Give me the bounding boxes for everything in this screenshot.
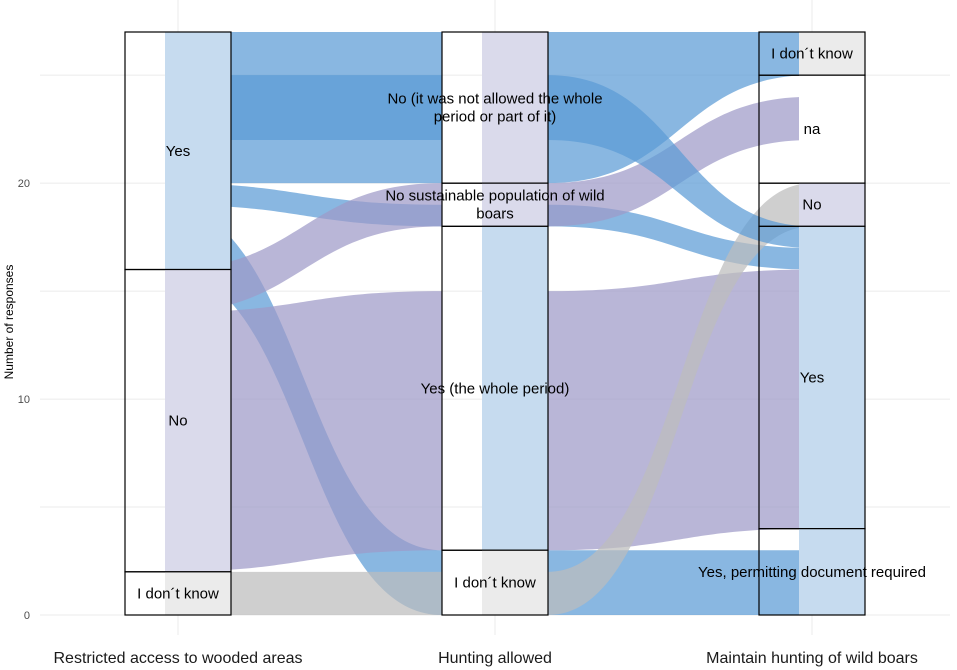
stratum-label: I don´t know (771, 46, 853, 63)
stratum-label-line: I don´t know (771, 46, 853, 63)
stratum-label-line: boars (476, 206, 514, 223)
stratum-label-line: na (804, 121, 821, 138)
stratum-layer (124, 31, 866, 616)
stratum-label-line: Yes (the whole period) (421, 380, 570, 397)
stratum-label: No (802, 197, 821, 214)
stratum-box (441, 549, 549, 616)
y-tick-label: 0 (24, 610, 30, 622)
y-tick-label: 20 (18, 178, 30, 190)
stratum-label: Yes (the whole period) (421, 380, 570, 397)
stratum-fill (482, 226, 548, 551)
stratum-label: No (168, 413, 187, 430)
stratum-fill (799, 528, 865, 615)
stratum-fill (482, 550, 548, 615)
flow-layer (165, 32, 812, 616)
stratum-label: I don´t know (137, 585, 219, 602)
stratum-fill (165, 269, 231, 572)
stratum-box (758, 528, 866, 616)
y-axis-title: Number of responses (2, 265, 16, 380)
flow-ribbon-2-6 (548, 75, 812, 248)
stratum-label: I don´t know (454, 575, 536, 592)
stratum-label: Yes (800, 369, 824, 386)
stratum-label-line: Yes (800, 369, 824, 386)
stratum-label-line: No (it was not allowed the whole (387, 91, 602, 108)
stratum-fill (482, 32, 548, 184)
stratum-label-line: Yes (166, 143, 190, 160)
stratum-fill (799, 226, 865, 529)
x-axis-category-label: Hunting allowed (438, 650, 552, 667)
stratum-fill (165, 571, 231, 615)
y-tick-label: 10 (18, 394, 30, 406)
stratum-label-line: period or part of it) (434, 109, 557, 126)
flow-ribbon-1-6 (165, 75, 442, 140)
stratum-label-line: No (168, 413, 187, 430)
flow-ribbon-1-3 (165, 183, 442, 313)
stratum-label: Yes (166, 143, 190, 160)
flow-ribbon-1-4 (165, 291, 442, 572)
stratum-fill (799, 32, 865, 76)
stratum-label: na (804, 121, 821, 138)
stratum-fill (799, 75, 865, 184)
stratum-fill (165, 32, 231, 270)
x-axis-category-label: Restricted access to wooded areas (53, 650, 302, 667)
stratum-label-line: Yes, permitting document required (698, 564, 926, 581)
flow-ribbon-1-5 (165, 571, 442, 615)
x-axis-category-label: Maintain hunting of wild boars (706, 650, 918, 667)
stratum-label-line: No (802, 197, 821, 214)
stratum-label-line: I don´t know (137, 585, 219, 602)
stratum-box (124, 571, 232, 616)
stratum-label: Yes, permitting document required (698, 564, 926, 581)
stratum-fill (482, 183, 548, 227)
flow-ribbon-2-5 (548, 183, 812, 616)
stratum-label-line: I don´t know (454, 575, 536, 592)
stratum-label-line: No sustainable population of wild (385, 188, 604, 205)
stratum-fill (799, 183, 865, 227)
